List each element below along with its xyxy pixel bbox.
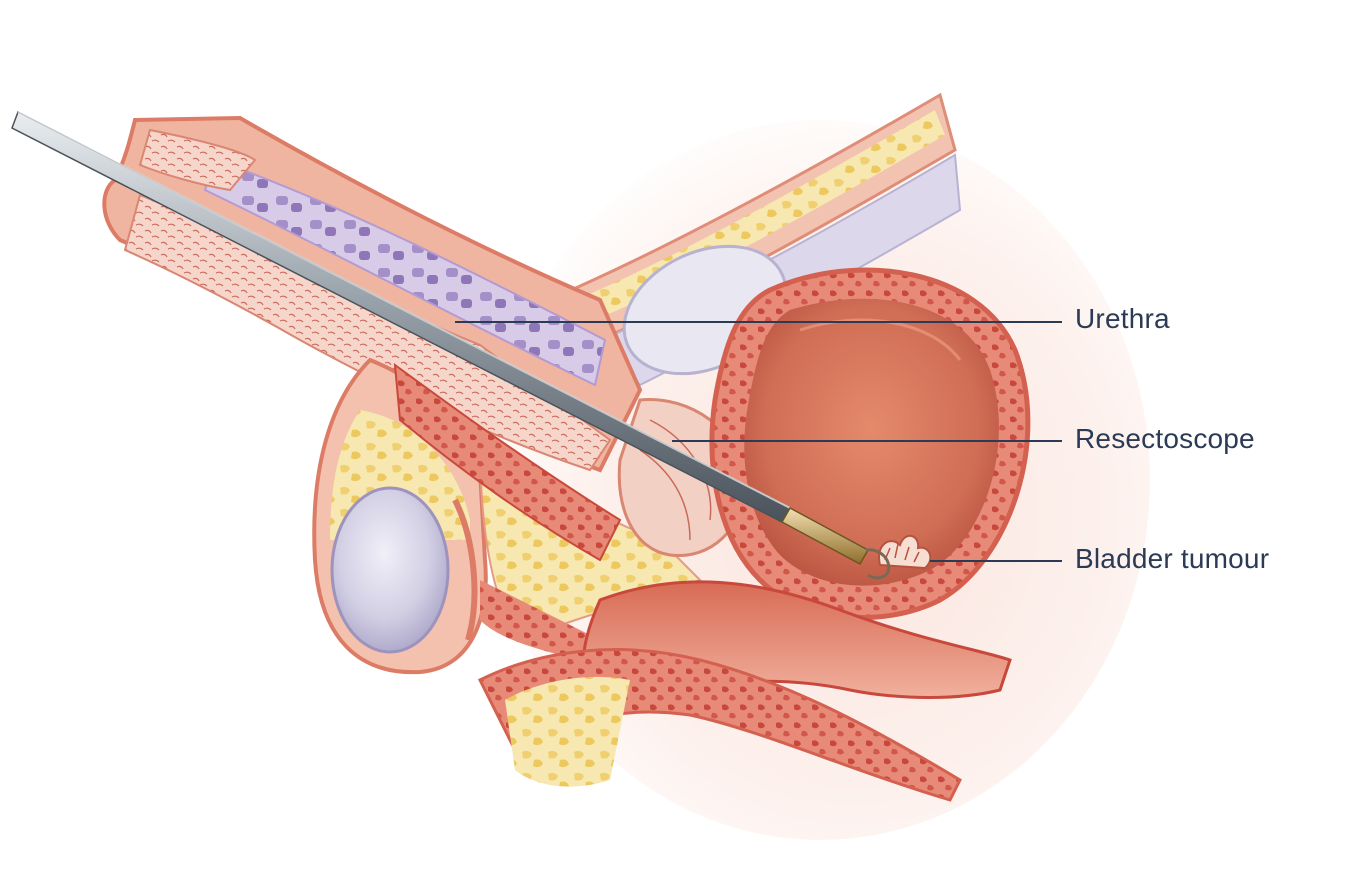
leader-lines: [455, 321, 1062, 562]
label-bladder-tumour: Bladder tumour: [1075, 543, 1270, 574]
label-resectoscope: Resectoscope: [1075, 423, 1255, 454]
bladder-illustration: [709, 267, 1031, 620]
label-urethra: Urethra: [1075, 303, 1170, 334]
rectum-illustration: [477, 580, 1012, 802]
resectoscope-illustration: [11, 110, 891, 580]
bladder-tumour-illustration: [878, 534, 932, 570]
testis-illustration: [330, 486, 450, 654]
